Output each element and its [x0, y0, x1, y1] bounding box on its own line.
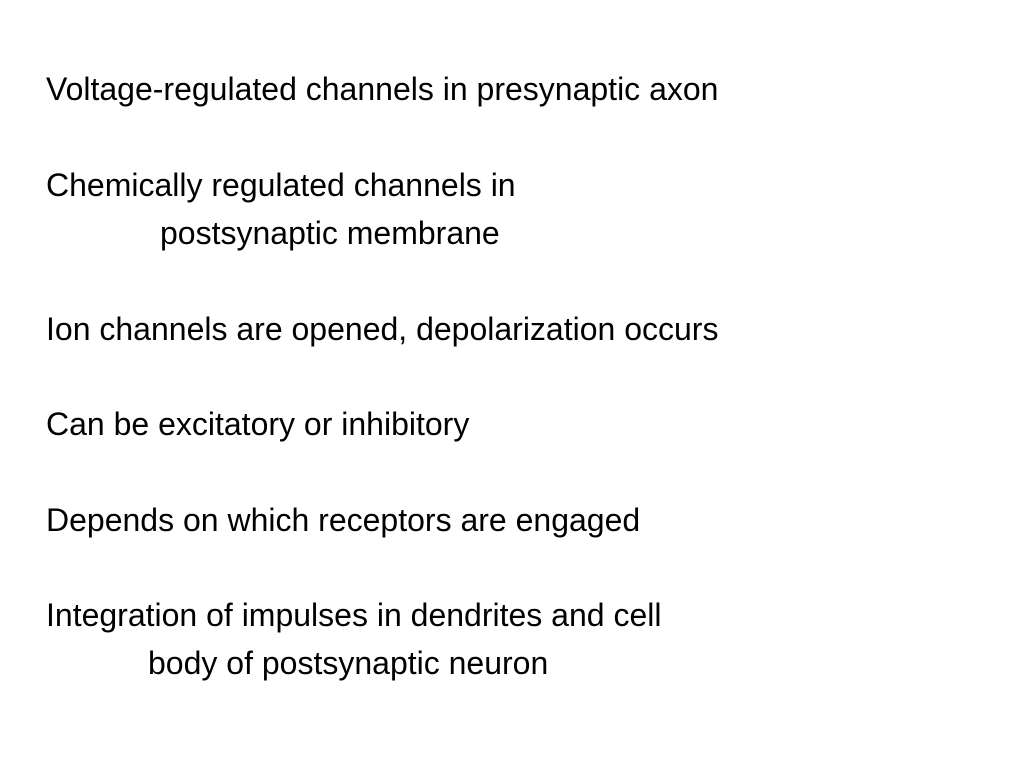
- bullet-excitatory-or-inhibitory: Can be excitatory or inhibitory: [46, 406, 470, 442]
- bullet-chemically-regulated-channels: Chemically regulated channels in: [46, 167, 516, 203]
- bullet-integration-of-impulses: Integration of impulses in dendrites and…: [46, 597, 662, 633]
- bullet-integration-of-impulses-continuation: body of postsynaptic neuron: [148, 645, 549, 681]
- bullet-ion-channels-opened: Ion channels are opened, depolarization …: [46, 311, 719, 347]
- bullet-voltage-regulated-channels: Voltage-regulated channels in presynapti…: [46, 71, 719, 107]
- bullet-chemically-regulated-channels-continuation: postsynaptic membrane: [160, 215, 500, 251]
- bullet-depends-on-receptors: Depends on which receptors are engaged: [46, 502, 641, 538]
